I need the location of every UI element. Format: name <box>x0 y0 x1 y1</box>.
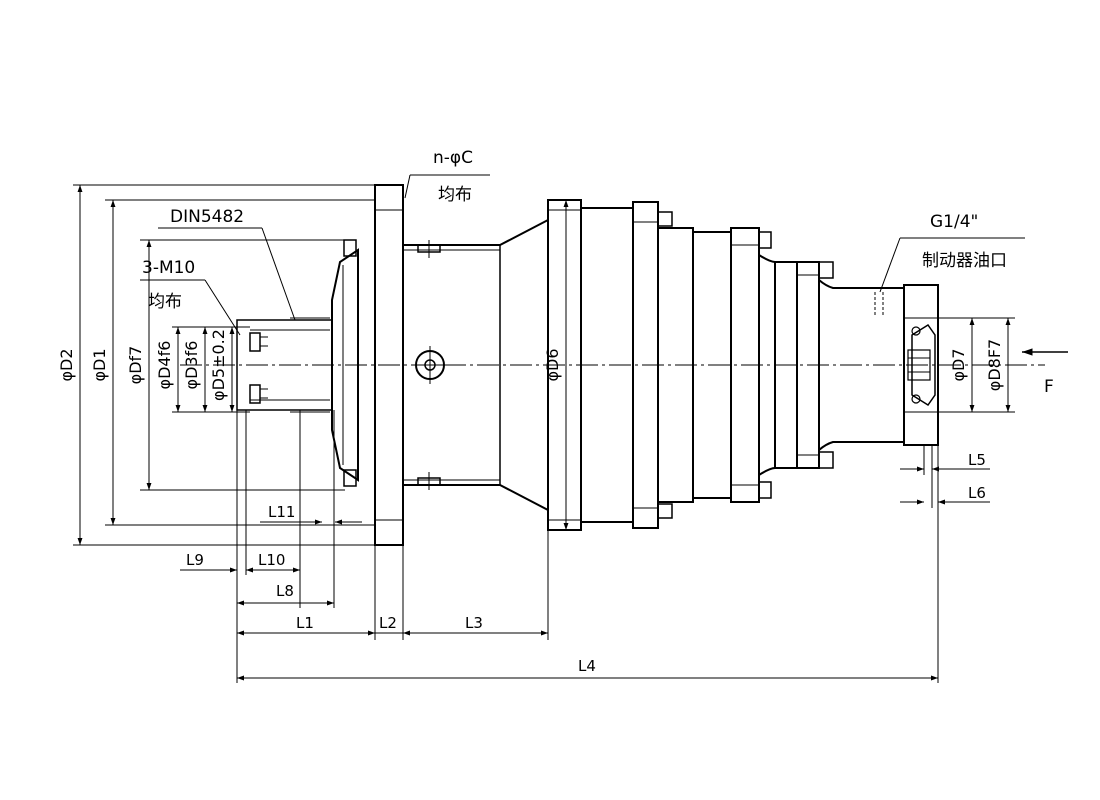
label-junbu-left: 均布 <box>148 292 182 312</box>
dim-phiDf7: φDf7 <box>126 346 145 385</box>
label-brake-port: 制动器油口 <box>922 251 1007 271</box>
dim-phiD7: φD7 <box>949 348 968 381</box>
label-junbu-top: 均布 <box>438 185 472 205</box>
label-n-phiC: n-φC <box>433 148 473 168</box>
stud-bolt-lower <box>249 384 261 404</box>
dim-phiD2: φD2 <box>57 348 76 381</box>
mounting-flange <box>374 184 404 546</box>
dim-L5: L5 <box>968 451 986 469</box>
dim-L10: L10 <box>258 551 285 569</box>
dim-L3: L3 <box>465 614 483 632</box>
dim-L8: L8 <box>276 582 294 600</box>
dim-L6: L6 <box>968 484 986 502</box>
label-din5482: DIN5482 <box>170 207 244 227</box>
dim-L11: L11 <box>268 503 295 521</box>
label-3-m10: 3-M10 <box>142 258 195 278</box>
dim-phiD5: φD5±0.2 <box>209 329 228 401</box>
dim-phiD8F7: φD8F7 <box>985 339 1004 391</box>
dim-L2: L2 <box>379 614 397 632</box>
dim-phiD1: φD1 <box>90 348 109 381</box>
dim-phiD4f6: φD4f6 <box>155 341 174 390</box>
stud-bolt-upper <box>249 332 261 352</box>
dimension-lines <box>73 174 1068 683</box>
dim-L1: L1 <box>296 614 314 632</box>
dim-phiD3f6: φD3f6 <box>182 341 201 390</box>
label-g14: G1/4" <box>930 212 978 232</box>
label-force: F <box>1044 377 1054 397</box>
dim-phiD6: φD6 <box>543 348 562 381</box>
dim-L9: L9 <box>186 551 204 569</box>
dim-L4: L4 <box>578 657 596 675</box>
gearbox-body <box>180 184 1045 546</box>
output-hub <box>903 284 939 446</box>
